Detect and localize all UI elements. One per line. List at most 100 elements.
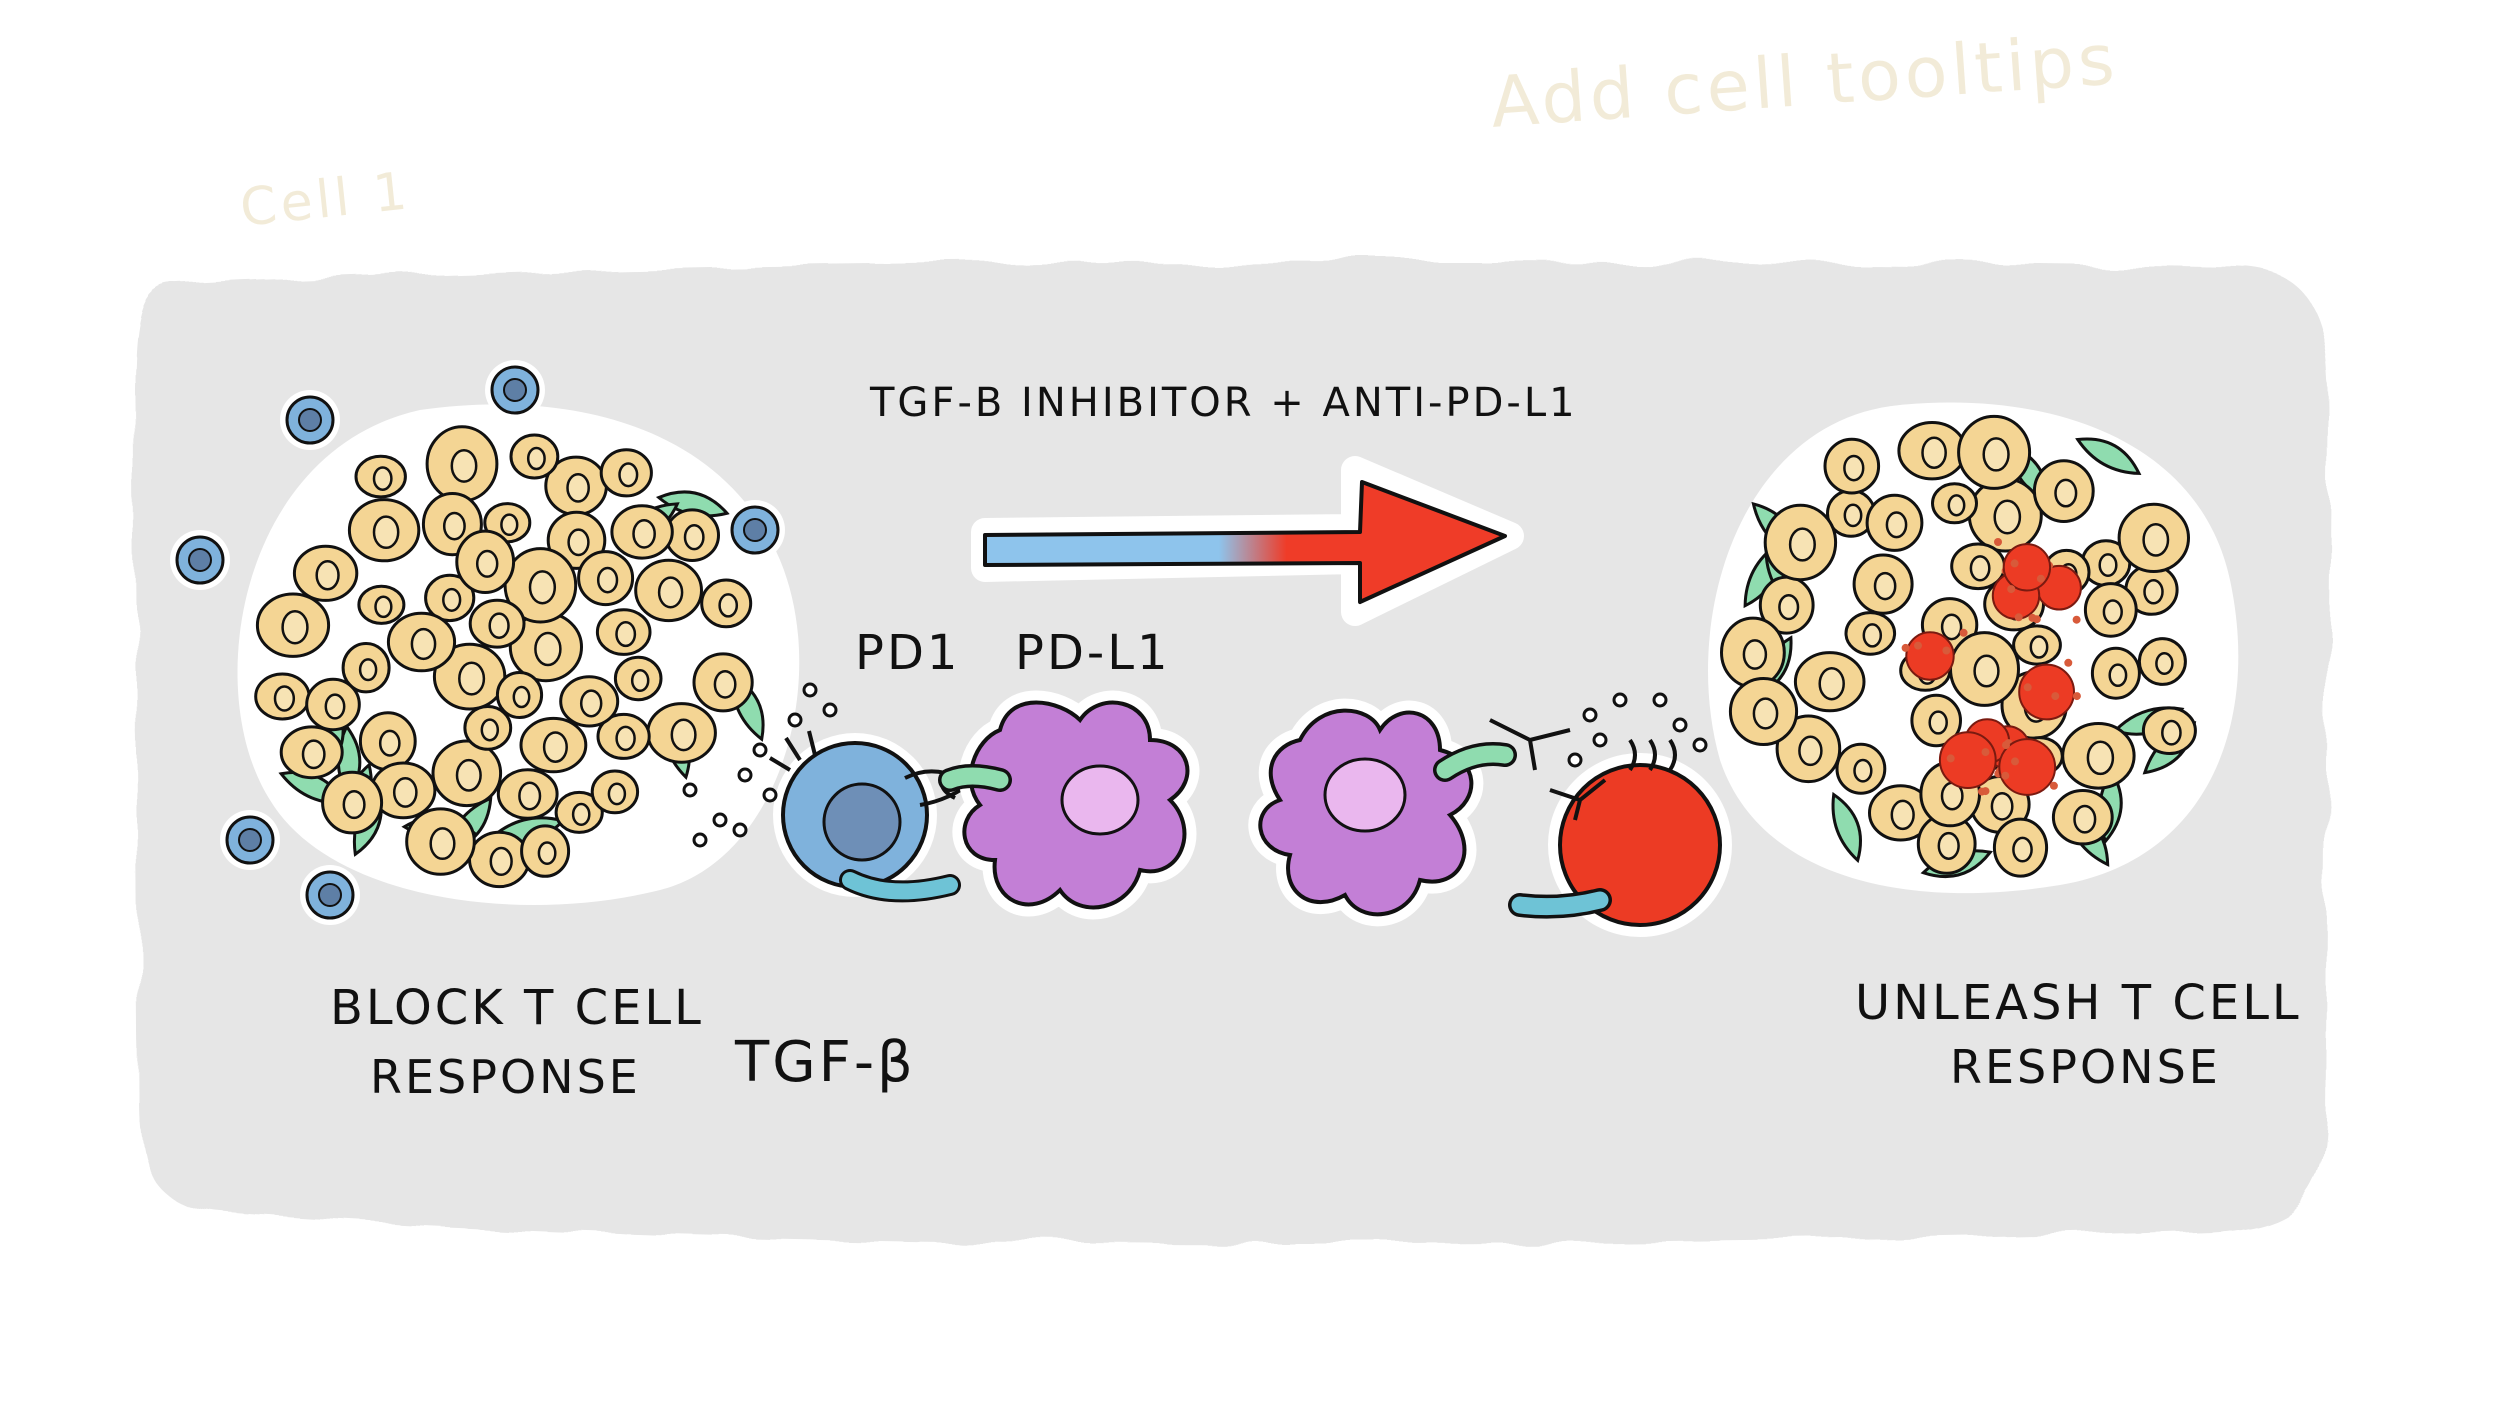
tumor-nucleus	[1752, 697, 1779, 730]
tumor-nucleus	[1788, 527, 1816, 562]
tumor-nucleus	[615, 725, 636, 752]
label-block-t-cell-line2: response	[370, 1050, 641, 1104]
t-cells-inactive	[170, 360, 785, 925]
tumor-nucleus	[392, 776, 418, 808]
dendritic-nucleus	[1060, 764, 1140, 836]
tumor-nucleus	[1990, 792, 2014, 821]
tumor-nucleus	[566, 473, 590, 503]
granule	[1981, 748, 1990, 757]
t-cell-nucleus	[238, 828, 262, 852]
tumor-nucleus	[342, 790, 366, 820]
tumor-nucleus	[442, 587, 462, 612]
treatment-arrow	[971, 456, 1524, 626]
tumor-nucleus	[632, 519, 656, 549]
label-tgf-beta: TGF-β	[735, 1030, 916, 1095]
tumor-cluster-right	[1708, 402, 2239, 894]
label-pd-l1: PD-L1	[1015, 625, 1171, 681]
t-cell-nucleus	[822, 782, 902, 862]
tumor-nucleus	[500, 513, 519, 537]
label-unleash-t-cell-line1: Unleash T cell	[1855, 975, 2302, 1031]
tumor-nucleus	[607, 782, 627, 806]
tumor-nucleus	[630, 668, 650, 693]
granule	[1981, 787, 1990, 796]
tumor-nucleus	[718, 593, 739, 618]
granule	[2049, 781, 2058, 790]
tumor-nucleus	[1993, 499, 2022, 535]
granule	[2007, 585, 2016, 594]
granule	[2036, 574, 2045, 583]
tumor-nucleus	[596, 566, 619, 594]
tumor-nucleus	[518, 781, 542, 811]
tumor-nucleus	[534, 631, 562, 667]
granule	[2011, 757, 2019, 766]
label-pd1: PD1	[855, 625, 961, 681]
tumor-nucleus	[374, 595, 393, 619]
tumor-nucleus	[455, 758, 482, 792]
t-cell-nucleus	[318, 883, 342, 907]
tumor-nucleus	[1843, 503, 1863, 528]
tumor-nucleus	[1818, 666, 1845, 701]
tumor-nucleus	[324, 693, 346, 720]
tumor-nucleus	[1853, 758, 1873, 783]
granule	[1914, 641, 1922, 650]
tumor-nucleus	[429, 827, 456, 861]
tumor-nucleus	[410, 627, 437, 661]
tumor-nucleus	[315, 560, 340, 591]
dendritic-cell-right	[1248, 698, 1571, 927]
granule	[1946, 754, 1955, 763]
tumor-nucleus	[579, 689, 603, 718]
tgf-beta-particles	[682, 682, 838, 848]
tumor-nucleus	[372, 515, 400, 550]
killer-t-cell	[1938, 731, 1997, 789]
tumor-cluster-left	[237, 404, 800, 905]
tumor-nucleus	[537, 841, 557, 865]
tumor-nucleus	[488, 612, 510, 640]
stromal-cell	[655, 490, 730, 518]
tumor-nucleus	[378, 729, 401, 757]
tumor-nucleus	[1890, 799, 1915, 831]
tumor-nucleus	[512, 685, 531, 709]
tumor-nucleus	[1742, 639, 1768, 670]
tumor-nucleus	[542, 731, 568, 763]
tumor-nucleus	[1921, 436, 1947, 469]
tumor-nucleus	[615, 621, 637, 648]
killer-t-cell	[1998, 738, 2057, 796]
t-cell-nucleus	[743, 518, 767, 542]
tumor-nucleus	[528, 570, 557, 605]
granule	[1959, 628, 1968, 637]
tumor-nucleus	[450, 448, 478, 483]
tumor-nucleus	[372, 466, 393, 491]
tumor-nucleus	[358, 658, 378, 682]
killer-t-cell	[2002, 543, 2052, 592]
granule	[2072, 615, 2081, 624]
granule	[2023, 683, 2032, 692]
tumor-nucleus	[2086, 740, 2115, 776]
label-unleash-t-cell-line2: response	[1950, 1040, 2221, 1094]
tumor-nucleus	[1873, 571, 1897, 601]
granule	[2028, 613, 2037, 622]
tumor-nucleus	[670, 718, 697, 752]
tumor-nucleus	[1862, 623, 1883, 648]
tumor-nucleus	[2012, 836, 2033, 863]
tumor-nucleus	[1778, 593, 1800, 621]
killer-t-cell	[2018, 663, 2075, 721]
stromal-cell	[1831, 791, 1862, 864]
tumor-nucleus	[567, 528, 590, 557]
tumor-nucleus	[1973, 654, 2000, 688]
released-particles	[1567, 692, 1708, 768]
tumor-nucleus	[273, 685, 296, 712]
tumor-nucleus	[458, 661, 486, 696]
tumor-nucleus	[683, 524, 705, 551]
granule	[2072, 692, 2081, 701]
tumor-nucleus	[1947, 494, 1966, 517]
tumor-nucleus	[475, 549, 499, 578]
granule	[1942, 646, 1951, 655]
t-cell-nucleus	[188, 548, 212, 572]
tumor-nucleus	[489, 846, 513, 877]
granule	[2051, 692, 2060, 701]
tumor-nucleus	[2108, 663, 2128, 688]
tumor-nucleus	[2161, 719, 2182, 746]
granule	[2001, 771, 2010, 780]
granule	[2064, 658, 2073, 667]
